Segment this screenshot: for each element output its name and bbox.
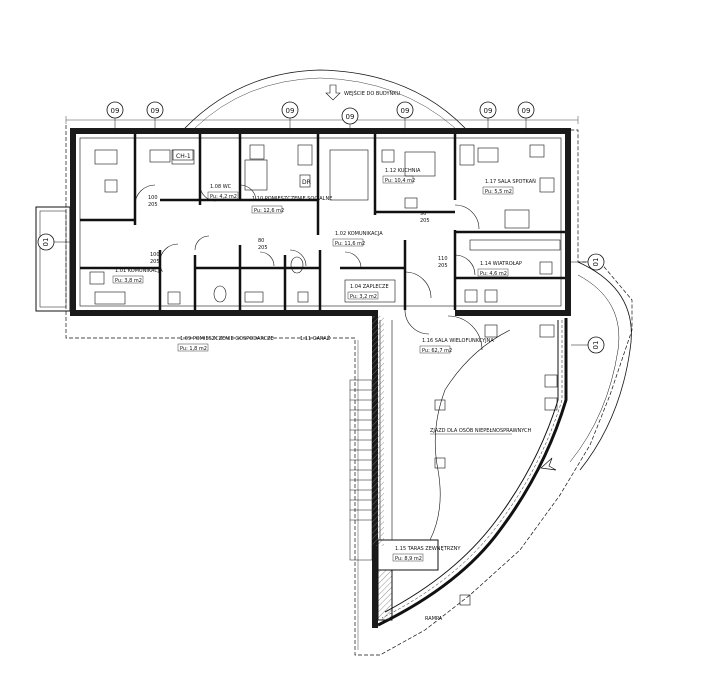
axis-label: 09	[286, 107, 295, 115]
axis-label: 09	[151, 107, 160, 115]
area-label: Pu: 10,4 m2	[385, 178, 415, 184]
axis-label: 01	[42, 238, 50, 247]
axis-bubbles: 09 09 09 09 09 09 09	[37, 101, 605, 354]
room-label: 1.14 WIATROŁAP	[480, 261, 522, 267]
room-label: 1.04 ZAPLECZE	[350, 284, 389, 290]
callout-text: ZJAZD DLA OSÓB NIEPEŁNOSPRAWNYCH	[430, 427, 532, 434]
exterior-walls	[70, 128, 571, 628]
area-label: Pu: 62,7 m2	[422, 348, 452, 354]
axis-bubble: 09	[517, 101, 535, 132]
interior-walls	[80, 134, 565, 310]
entrance-marker: WEJŚCIE DO BUDYNKU	[325, 84, 400, 101]
area-label: Pu: 4,2 m2	[210, 194, 237, 200]
door-tag: 90	[420, 211, 426, 217]
canopy-arc	[184, 69, 466, 129]
axis-bubble-left: 01	[37, 233, 70, 251]
room-label: 1.11 GARAŻ	[300, 335, 331, 342]
room-label: 1.16 SALA WIELOFUNKCYJNA	[422, 338, 494, 344]
wall-section-hatch	[372, 316, 384, 546]
room-labels: 1.08 WC 1.10 POMIESZCZENIE SOCJALNE 1.01…	[115, 168, 536, 552]
room-label: 1.02 KOMUNIKACJA	[335, 231, 383, 237]
area-label: Pu: 4,6 m2	[480, 271, 507, 277]
axis-label: 09	[401, 107, 410, 115]
ramp-strip	[349, 379, 373, 561]
room-label: 1.17 SALA SPOTKAŃ	[485, 178, 536, 185]
equipment-label: DR	[302, 179, 311, 186]
area-label: Pu: 3,2 m2	[350, 294, 377, 300]
canopy-arc-inner	[194, 77, 456, 129]
fixtures	[89, 144, 561, 606]
terrace-curve-outer	[577, 261, 632, 471]
curved-glazed-facade-inner	[384, 320, 559, 613]
axis-label: 09	[484, 107, 493, 115]
vestibule-block	[377, 539, 439, 621]
equipment-labels: CH-1 DR	[172, 149, 311, 186]
left-balcony-inner	[39, 210, 67, 308]
door-tag: 205	[438, 263, 448, 269]
door-tag: 100	[148, 195, 158, 201]
door-tag: 205	[148, 202, 158, 208]
door-tag: 100	[150, 252, 160, 258]
facade-mullion-line	[381, 320, 563, 619]
facade-entry-arrow	[540, 457, 557, 471]
terrace-curve-inner	[569, 274, 620, 463]
axis-bubble: 09	[341, 107, 359, 132]
area-label: Pu: 8,9 m2	[395, 556, 422, 562]
area-label: Pu: 3,8 m2	[115, 278, 142, 284]
door-tag: 205	[420, 218, 430, 224]
area-label: Pu: 11,6 m2	[335, 241, 365, 247]
callout-text: RAMPA	[425, 616, 443, 622]
equipment-label: CH-1	[176, 153, 191, 160]
dimension-lines	[65, 116, 579, 650]
area-label: Pu: 1,8 m2	[180, 346, 207, 352]
room-label: 1.15 TARAS ZEWNĘTRZNY	[395, 546, 461, 552]
axis-label: 09	[346, 113, 355, 121]
door-tag: 80	[258, 238, 264, 244]
room-label: 1.09 POMIESZCZENIE GOSPODARCZE	[180, 336, 274, 342]
hall-curve-outline	[429, 329, 511, 541]
axis-bubble: 09	[479, 101, 497, 132]
axis-label: 09	[522, 107, 531, 115]
door-tag: 205	[150, 259, 160, 265]
callouts: ZJAZD DLA OSÓB NIEPEŁNOSPRAWNYCH RAMPA	[425, 427, 532, 622]
axis-bubble: 09	[106, 101, 124, 132]
area-label: Pu: 5,5 m2	[485, 189, 512, 195]
area-tags: Pu: 4,2 m2 Pu: 12,6 m2 Pu: 3,8 m2 Pu: 11…	[112, 175, 514, 562]
site-outline	[65, 125, 633, 656]
entrance-label: WEJŚCIE DO BUDYNKU	[344, 90, 400, 97]
room-label: 1.10 POMIESZCZENIE SOCJALNE	[252, 196, 332, 202]
axis-bubble: 09	[146, 101, 164, 132]
door-tag: 205	[258, 245, 268, 251]
door-tags: 100 205 90 205 110 205 100 205 80 205	[148, 195, 448, 269]
axis-label: 01	[592, 258, 600, 267]
left-balcony	[35, 206, 71, 312]
area-label: Pu: 12,6 m2	[254, 208, 284, 214]
door-swings	[134, 184, 483, 351]
axis-bubble-right: 01	[571, 336, 605, 354]
axis-bubble: 09	[396, 101, 414, 132]
axis-label: 01	[592, 341, 600, 350]
room-label: 1.08 WC	[210, 184, 232, 190]
room-label: 1.01 KOMUNIKACJA	[115, 268, 163, 274]
axis-bubble: 09	[281, 101, 299, 132]
axis-bubble-right: 01	[571, 253, 605, 271]
axis-label: 09	[111, 107, 120, 115]
room-label: 1.12 KUCHNIA	[385, 168, 421, 174]
door-tag: 110	[438, 256, 448, 262]
curved-glazed-facade	[377, 318, 568, 627]
